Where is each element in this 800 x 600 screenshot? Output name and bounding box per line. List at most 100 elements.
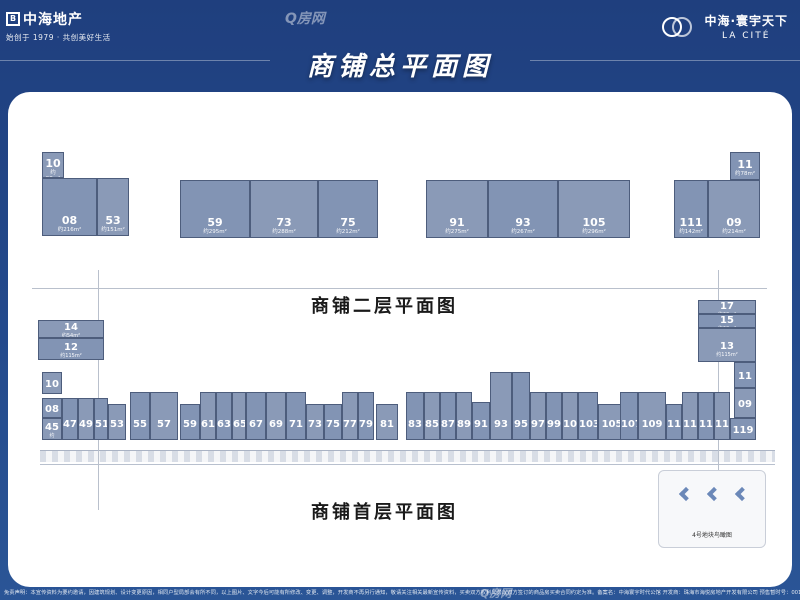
ground-floor-unit-49[interactable]: 49	[78, 398, 94, 440]
unit-number: 79	[359, 419, 373, 430]
unit-number: 13	[720, 341, 734, 352]
ground-floor-unit-17[interactable]: 17约60m²	[698, 300, 756, 314]
ground-floor-unit-95[interactable]: 95	[512, 372, 530, 440]
ground-floor-unit-59[interactable]: 59	[180, 404, 200, 440]
ground-floor-unit-101[interactable]: 101	[562, 392, 578, 440]
ground-floor-unit-51[interactable]: 51	[94, 398, 108, 440]
ground-floor-unit-67[interactable]: 67	[246, 392, 266, 440]
unit-number: 10	[45, 378, 59, 390]
unit-number: 83	[408, 419, 422, 430]
ground-floor-unit-79[interactable]: 79	[358, 392, 374, 440]
ground-floor-unit-119[interactable]: 119	[730, 418, 756, 440]
ground-floor-unit-91[interactable]: 91	[472, 402, 490, 440]
ground-floor-unit-93[interactable]: 93	[490, 372, 512, 440]
unit-number: 103	[579, 419, 598, 430]
unit-number: 91	[474, 419, 488, 430]
unit-number: 15	[720, 315, 734, 326]
ground-floor-unit-09[interactable]: 09	[734, 388, 756, 418]
ground-floor-unit-10[interactable]: 10	[42, 372, 62, 394]
unit-number: 53	[110, 419, 124, 430]
project-name-en: LA CITÉ	[722, 31, 771, 41]
ground-floor-unit-69[interactable]: 69	[266, 392, 286, 440]
ground-floor-unit-15[interactable]: 15约60m²	[698, 314, 756, 328]
ground-floor-unit-83[interactable]: 83	[406, 392, 424, 440]
ground-floor-unit-117[interactable]: 117	[714, 392, 730, 440]
ground-floor-unit-11[interactable]: 11	[734, 362, 756, 388]
ground-floor-unit-99[interactable]: 99	[546, 392, 562, 440]
unit-number: 119	[732, 424, 754, 436]
ground-floor-unit-65[interactable]: 65	[232, 392, 246, 440]
watermark-bottom: Q房网	[480, 587, 512, 600]
ground-floor-unit-97[interactable]: 97	[530, 392, 546, 440]
unit-number: 113	[683, 419, 697, 430]
unit-number: 75	[340, 216, 356, 229]
ground-floor-unit-53[interactable]: 53	[108, 404, 126, 440]
ground-floor-unit-111[interactable]: 111	[666, 404, 682, 440]
ground-floor-unit-73[interactable]: 73	[306, 404, 324, 440]
brand-badge-icon: B	[6, 11, 20, 26]
ground-floor-unit-55[interactable]: 55	[130, 392, 150, 440]
ground-floor-unit-85[interactable]: 85	[424, 392, 440, 440]
second-floor-unit-10[interactable]: 10约98m²	[42, 152, 64, 178]
ground-floor-unit-57[interactable]: 57	[150, 392, 178, 440]
ground-floor-unit-109[interactable]: 109	[638, 392, 666, 440]
unit-number: 63	[217, 419, 231, 430]
ground-floor-unit-89[interactable]: 89	[456, 392, 472, 440]
unit-number: 09	[738, 398, 752, 410]
unit-number: 91	[449, 216, 465, 229]
ground-floor-unit-81[interactable]: 81	[376, 404, 398, 440]
ground-floor-unit-113[interactable]: 113	[682, 392, 698, 440]
unit-number: 08	[45, 403, 59, 415]
unit-number: 111	[679, 216, 703, 229]
ground-floor-unit-71[interactable]: 71	[286, 392, 306, 440]
frame-line-left	[98, 270, 99, 510]
unit-area: 约115m²	[60, 352, 82, 359]
unit-number: 105	[582, 216, 606, 229]
unit-number: 14	[64, 321, 78, 333]
unit-number: 71	[289, 419, 303, 430]
ground-floor-unit-63[interactable]: 63	[216, 392, 232, 440]
title-rule-left	[0, 60, 270, 61]
unit-area: 约54m²	[61, 332, 81, 338]
unit-area: 约60m²	[699, 326, 755, 327]
unit-number: 117	[715, 419, 729, 430]
ground-floor-unit-115[interactable]: 115	[698, 392, 714, 440]
ground-floor-unit-75[interactable]: 75	[324, 404, 342, 440]
ground-floor-unit-77[interactable]: 77	[342, 392, 358, 440]
ground-floor-unit-08[interactable]: 08	[42, 398, 62, 418]
unit-area: 约212m²	[336, 229, 360, 235]
unit-number: 97	[531, 419, 545, 430]
unit-number: 101	[563, 419, 577, 430]
unit-area: 约142m²	[679, 229, 703, 235]
unit-number: 93	[515, 216, 531, 229]
unit-number: 59	[183, 419, 197, 430]
unit-number: 109	[641, 419, 663, 430]
unit-number: 55	[133, 419, 147, 430]
ground-floor-unit-47[interactable]: 47	[62, 398, 78, 440]
ground-floor-unit-61[interactable]: 61	[200, 392, 216, 440]
unit-area: 约296m²	[582, 229, 606, 235]
unit-number: 67	[249, 419, 263, 430]
ground-floor-unit-45[interactable]: 45约60m²	[42, 418, 62, 440]
ground-floor-unit-87[interactable]: 87	[440, 392, 456, 440]
unit-number: 65	[233, 419, 246, 430]
ground-floor-unit-103[interactable]: 103	[578, 392, 598, 440]
ground-floor-unit-107[interactable]: 107	[620, 392, 638, 440]
brand-slogan: 始创于 1979 · 共创美好生活	[6, 32, 111, 42]
